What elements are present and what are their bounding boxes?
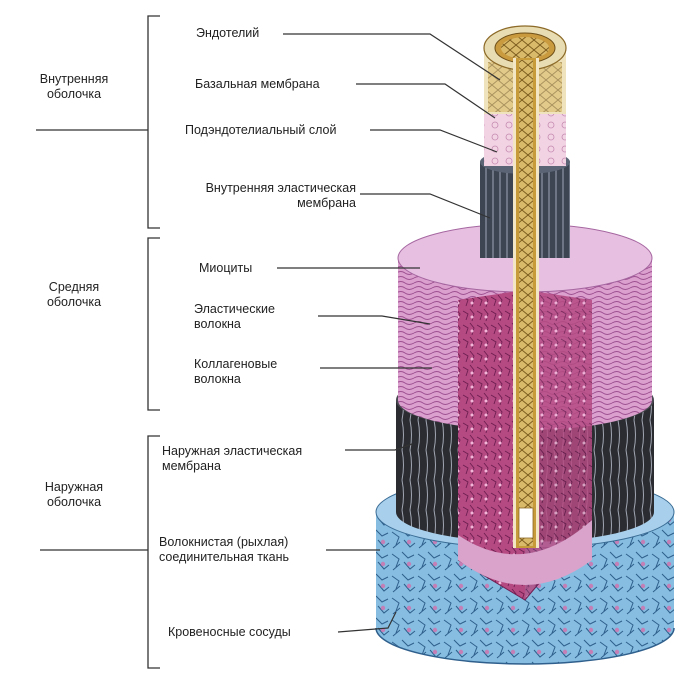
- label-internal-elastic-membrane: Внутренняя эластическая мембрана: [160, 181, 356, 211]
- group-middle-label: Средняя оболочка: [18, 280, 130, 310]
- label-loose-connective-tissue: Волокнистая (рыхлая) соединительная ткан…: [159, 535, 289, 565]
- bracket-middle: [148, 238, 160, 410]
- label-vasa-vasorum: Кровеносные сосуды: [168, 625, 291, 640]
- label-myocytes: Миоциты: [199, 261, 252, 276]
- group-inner-label: Внутренняя оболочка: [18, 72, 130, 102]
- label-collagen-fibers: Коллагеновые волокна: [194, 357, 277, 387]
- label-endothelium: Эндотелий: [196, 26, 259, 41]
- bracket-outer: [40, 436, 160, 668]
- lumen-strip: [513, 58, 539, 548]
- label-subendothelial-layer: Подэндотелиальный слой: [185, 123, 336, 138]
- label-elastic-fibers: Эластические волокна: [194, 302, 275, 332]
- label-basal-membrane: Базальная мембрана: [195, 77, 320, 92]
- group-outer-label: Наружная оболочка: [18, 480, 130, 510]
- bracket-inner: [36, 16, 160, 228]
- label-external-elastic-membrane: Наружная эластическая мембрана: [162, 444, 302, 474]
